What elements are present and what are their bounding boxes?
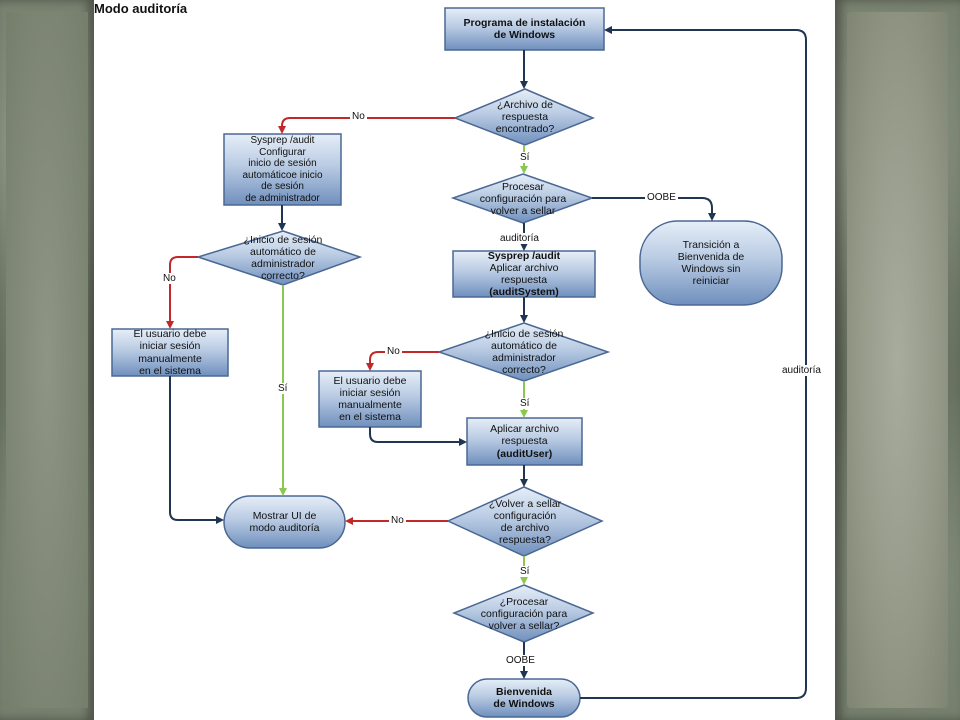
arrow-answer-no [278,117,455,134]
node-transition-shape [639,220,783,306]
edge-label-auditoria-loop: auditoría [780,365,823,376]
edge-label-si-login2: Sí [518,398,532,409]
flowchart-connectors [111,7,807,718]
node-auditui-label: Mostrar UI de modo auditoría [249,509,320,534]
node-login1-label: ¿Inicio de sesión automático de administ… [243,233,323,283]
node-sysprep2-tail: (auditSystem) [489,286,559,299]
node-transition-label: Transición a Bienvenida de Windows sin r… [677,238,745,288]
node-sysprep2-label: Sysprep /audit Aplicar archivo respuesta… [453,249,595,299]
edge-label-si-login1: Sí [276,383,290,394]
node-sysprep1-shape [223,133,342,206]
arrow-manual1-to-auditui [169,376,224,524]
node-apply-body: Aplicar archivo respuesta [490,423,559,448]
edge-label-no-login1: No [161,273,178,284]
edge-label-no-login2: No [385,346,402,357]
node-apply-label: Aplicar archivo respuesta (auditUser) [467,418,582,465]
edge-label-si-reseal: Sí [518,566,532,577]
arrow-process1-oobe [592,197,716,221]
node-manual1-shape [111,328,229,377]
node-apply-tail: (auditUser) [496,447,553,460]
node-welcome-label: Bienvenida de Windows [493,685,555,710]
edge-label-auditoria-process1: auditoría [498,233,541,244]
node-apply-shape [466,417,583,466]
diagram-title: Modo auditoría [94,1,188,16]
arrow-login2-no [366,351,439,371]
slide-canvas: Modo auditoría [94,0,835,720]
node-answer-label: ¿Archivo de respuesta encontrado? [495,98,555,136]
node-login2-label: ¿Inicio de sesión automático de administ… [484,327,564,377]
background-left [0,0,94,720]
arrow-login1-no [166,256,198,329]
edge-label-no-reseal: No [389,515,406,526]
node-process1-label: Procesar configuración para volver a sel… [479,180,567,218]
node-setup-label: Programa de instalación de Windows [463,16,586,41]
background-right [835,0,960,720]
node-manual2-shape [318,370,422,428]
node-sysprep2-body: Aplicar archivo respuesta [489,261,559,286]
edge-label-oobe-process2: OOBE [504,655,537,666]
edge-label-oobe-process1: OOBE [645,192,678,203]
edge-label-no-answer: No [350,111,367,122]
node-sysprep2-shape [452,250,596,298]
arrow-welcome-auditoria-loop [580,26,807,699]
node-process2-label: ¿Procesar configuración para volver a se… [480,595,568,633]
node-sysprep1-label: Sysprep /audit Configurar inicio de sesi… [242,135,323,204]
node-manual1-label: El usuario debe iniciar sesión manualmen… [133,328,207,377]
node-reseal-label: ¿Volver a sellar configuración de archiv… [488,497,562,547]
node-manual2-label: El usuario debe iniciar sesión manualmen… [333,374,407,424]
node-sysprep2-title: Sysprep /audit [487,249,561,262]
arrow-manual2-to-apply [369,427,467,446]
edge-label-si-answer: Sí [518,152,532,163]
